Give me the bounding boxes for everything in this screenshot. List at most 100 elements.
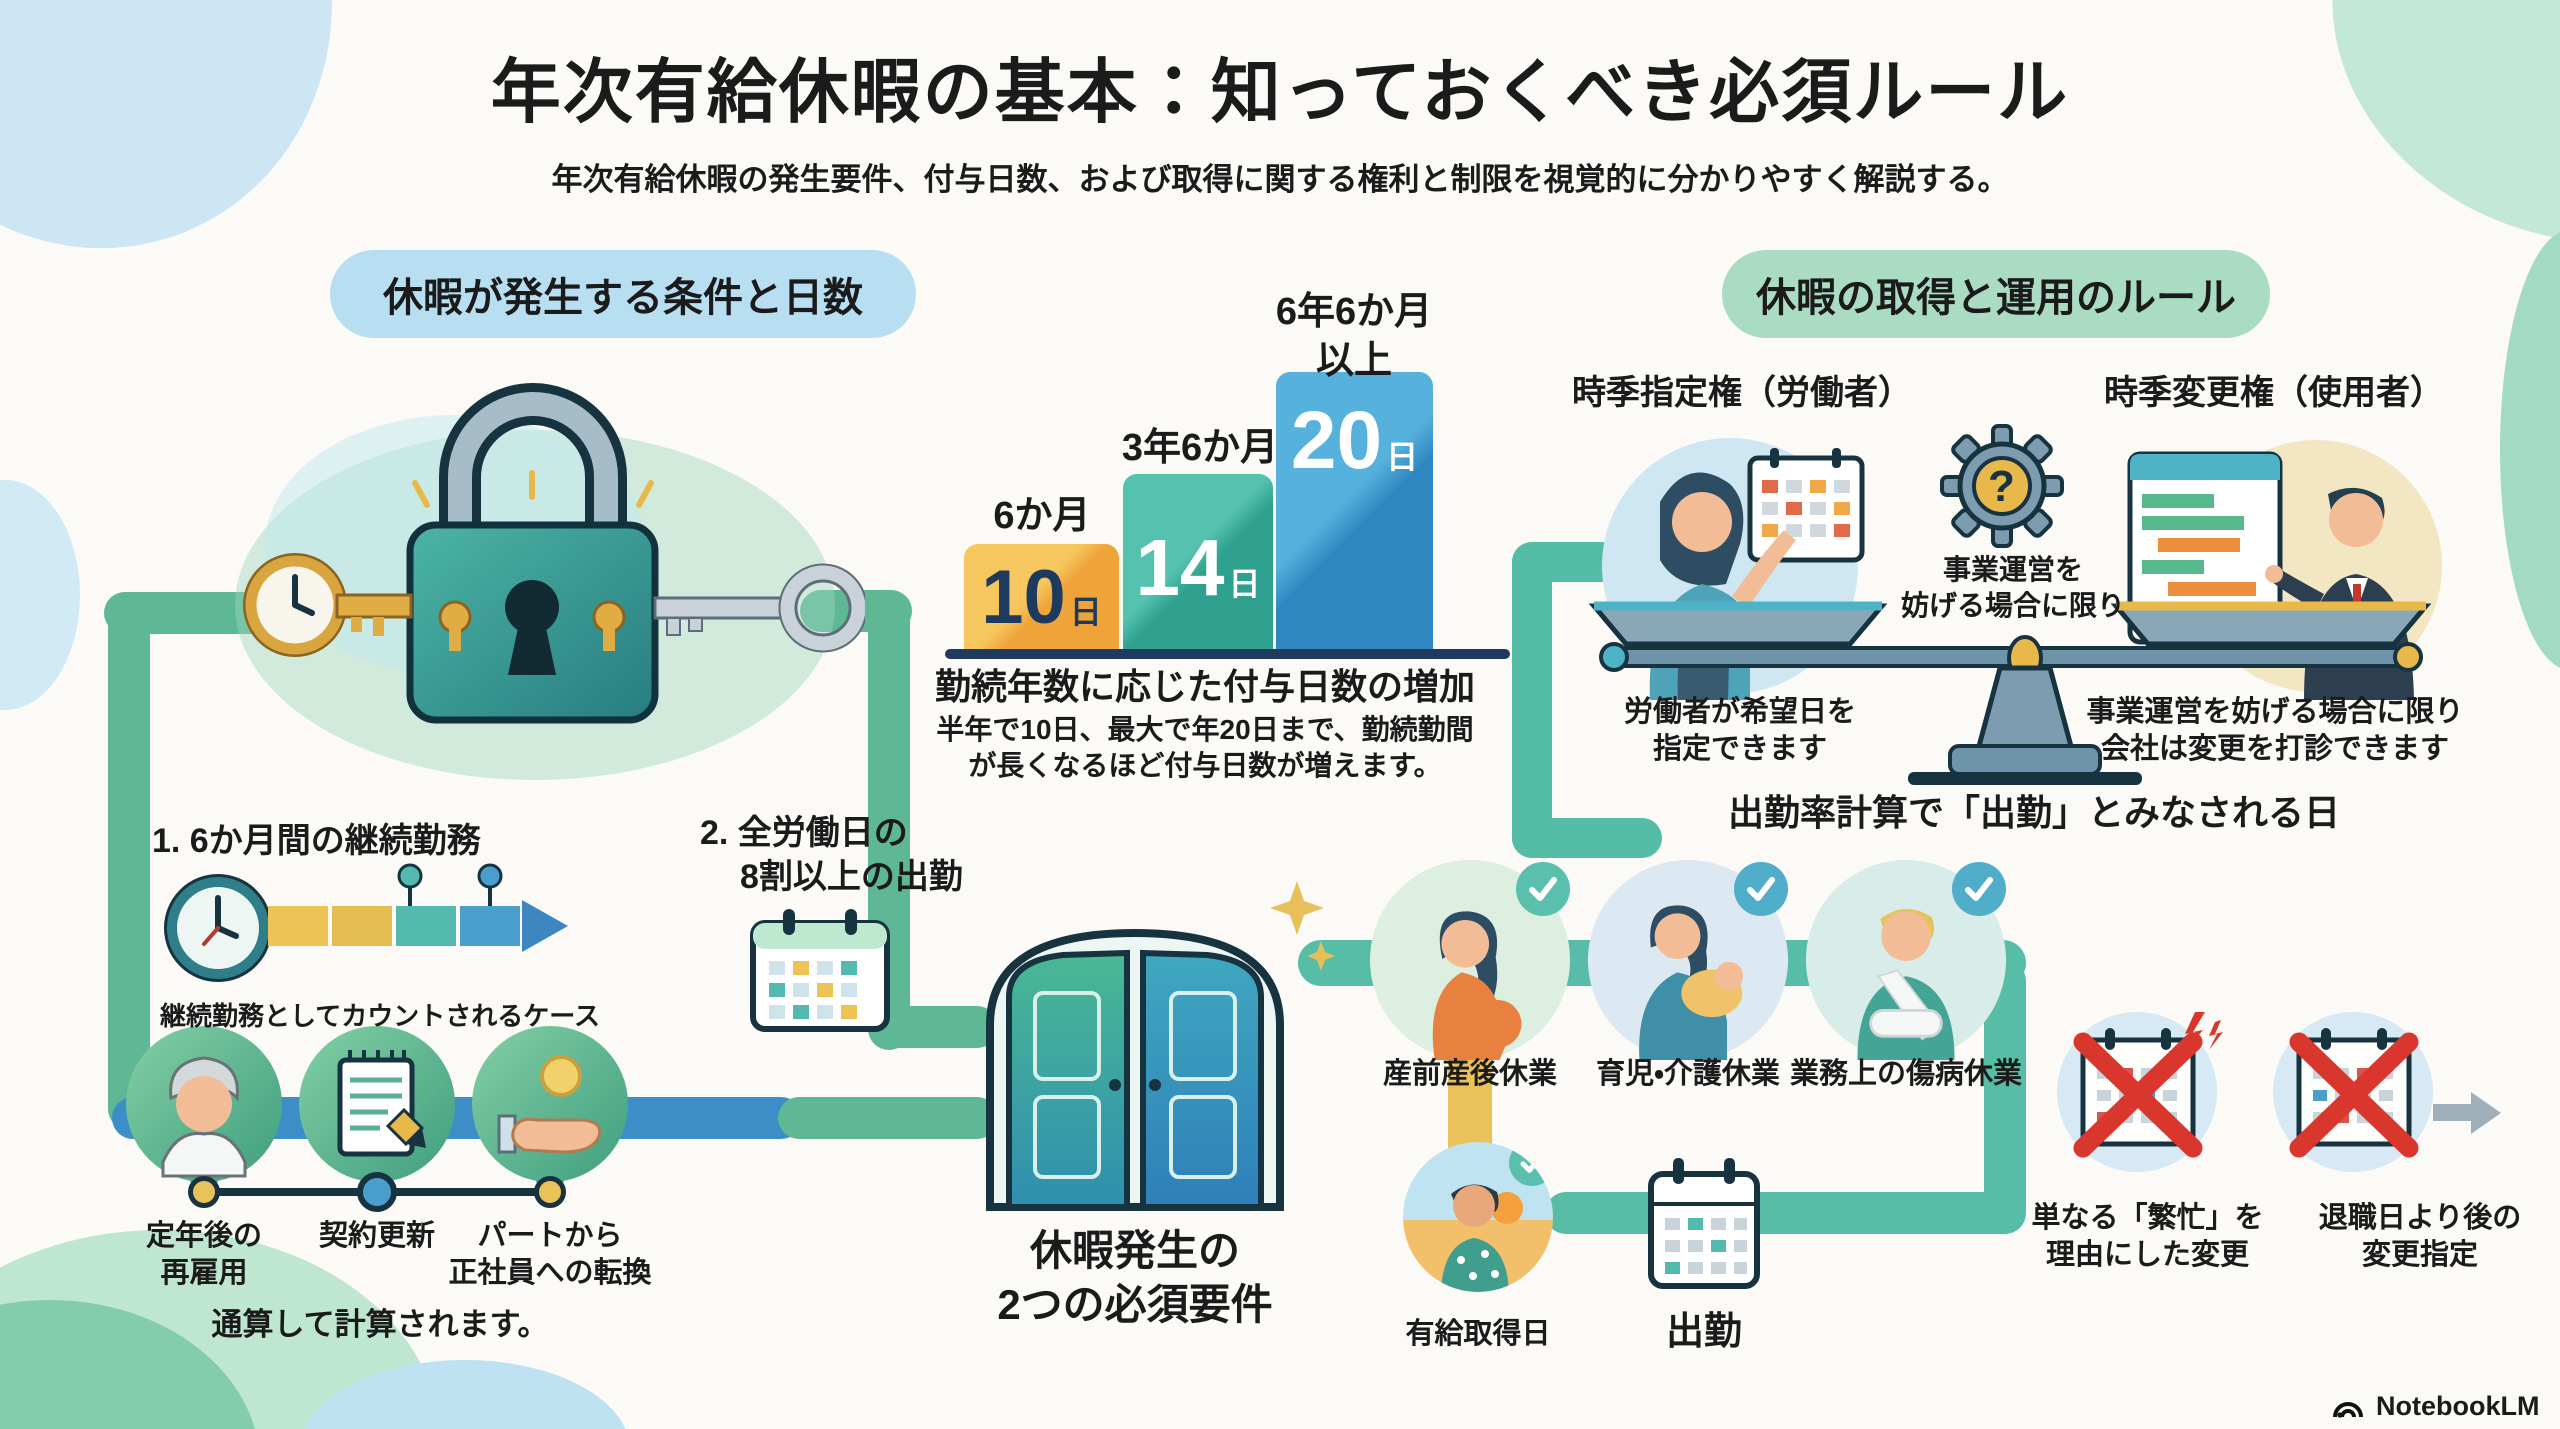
lock-keyhole-left-stem bbox=[449, 627, 461, 651]
requirement-1-label: 1. 6か月間の継続勤務 bbox=[152, 822, 481, 860]
notebooklm-brand: NotebookLM bbox=[2330, 1390, 2539, 1422]
case-label-rehire-line2: 再雇用 bbox=[160, 1257, 248, 1290]
door-illustration bbox=[986, 881, 1335, 1211]
vacation-man-shirt bbox=[1441, 1238, 1509, 1292]
childcare-leave-circle bbox=[1588, 860, 1788, 1060]
lock-keyhole-center-stem bbox=[508, 623, 556, 675]
invalid-change-retirement-line2: 変更指定 bbox=[2361, 1239, 2478, 1272]
calendar-grid-dots bbox=[1665, 1218, 1747, 1274]
chart-value-10-unit: 日 bbox=[1069, 594, 1102, 630]
man-arm bbox=[2272, 568, 2324, 610]
injury-leave-circle bbox=[1806, 860, 2006, 1060]
scale-knob-left bbox=[1599, 642, 1629, 672]
clock-timeline-icon bbox=[164, 863, 568, 982]
notebooklm-logo-icon bbox=[2333, 1402, 2363, 1418]
chart-caption: 半年で10日、最大で年20日まで、勤続勤間 が長くなるほど付与日数が増えます。 bbox=[880, 712, 1530, 784]
shirt-flower1 bbox=[1457, 1256, 1465, 1264]
timeline-segment-2 bbox=[332, 906, 392, 946]
elderly-person-shoulders bbox=[161, 1132, 247, 1178]
door-left-panel-groove bbox=[1033, 991, 1101, 1081]
door-knob-left bbox=[1109, 1079, 1121, 1091]
lock-sparkle-right bbox=[636, 480, 654, 508]
calendar-ring-right bbox=[2377, 1028, 2387, 1050]
sparkle-icon-small bbox=[1307, 941, 1335, 971]
worker-note: 労働者が希望日を 指定できます bbox=[1590, 694, 1890, 768]
calendar-ring-right bbox=[1724, 1158, 1735, 1184]
chart-title: 勤続年数に応じた付与日数の増加 bbox=[934, 666, 1475, 707]
silver-key-head-outer bbox=[778, 563, 865, 653]
invalid-change-after-retirement bbox=[2265, 1008, 2505, 1188]
gear-question-mark: ? bbox=[1988, 462, 2015, 511]
mother-face bbox=[1654, 913, 1701, 960]
attendance-section-title: 出勤率計算で「出勤」とみなされる日 bbox=[1728, 792, 2341, 833]
flow-line-mid-vertical bbox=[1512, 542, 1552, 858]
childcare-leave-label: 育児・介護休業 bbox=[1596, 1058, 1780, 1090]
requirement-2-label: 2. 全労働日の 8割以上の出勤 bbox=[700, 812, 1040, 899]
scale-base bbox=[1908, 772, 2142, 785]
calendar-ring-right bbox=[2161, 1028, 2171, 1050]
woman-face bbox=[1672, 492, 1732, 552]
door-knob-right bbox=[1149, 1079, 1161, 1091]
requirement-2-line1: 2. 全労働日の bbox=[700, 814, 908, 852]
timeline-clock-second-hand bbox=[202, 926, 220, 946]
flow-line-mid-bottom bbox=[1512, 818, 1662, 858]
cases-timeline-dot-2 bbox=[357, 1172, 397, 1212]
silver-key-head bbox=[780, 565, 865, 651]
door-right-panel-groove bbox=[1169, 991, 1237, 1081]
contract-pencil-tip bbox=[406, 1128, 426, 1148]
check-icon bbox=[1529, 877, 1557, 901]
chart-bar-14days bbox=[1123, 474, 1273, 651]
door-left-panel-groove2 bbox=[1033, 1095, 1101, 1179]
attendance-day-label: 出勤 bbox=[1665, 1311, 1742, 1353]
baby-head bbox=[1714, 961, 1744, 991]
cases-note: 通算して計算されます。 bbox=[211, 1307, 549, 1342]
right-section-header-label: 休暇の取得と運用のルール bbox=[1756, 276, 2236, 320]
employer-right-title: 時季変更権（使用者） bbox=[2104, 374, 2444, 412]
timeline-segment-4 bbox=[460, 906, 520, 946]
lock-keyhole-center bbox=[505, 580, 559, 634]
flow-line-loop-bottom bbox=[1545, 1192, 2025, 1234]
invalid-change-busy-line2: 理由にした変更 bbox=[2045, 1239, 2249, 1272]
red-x-icon bbox=[2073, 1032, 2203, 1158]
chart-value-20-number: 20 bbox=[1290, 395, 1383, 486]
calendar-header bbox=[753, 923, 887, 949]
arrow-shaft bbox=[2433, 1104, 2473, 1121]
lock-keyhole-right-stem bbox=[603, 627, 615, 651]
man-tie bbox=[2353, 584, 2361, 616]
clock-key-shaft bbox=[335, 593, 413, 619]
crossed-calendar-arrow-icon bbox=[2273, 1012, 2501, 1172]
lock-shackle bbox=[448, 392, 618, 552]
worker-right-title: 時季指定権（労働者） bbox=[1572, 374, 1912, 412]
sparkle-icon bbox=[1270, 881, 1324, 935]
woman-calendar-dots bbox=[1762, 480, 1850, 537]
case-label-parttime: パートから 正社員への転換 bbox=[425, 1218, 675, 1292]
alert-bolt-icon bbox=[2181, 1012, 2205, 1056]
door-caption: 休暇発生の 2つの必須要件 bbox=[955, 1224, 1315, 1332]
injury-leave-label: 業務上の傷病休業 bbox=[1789, 1058, 2022, 1090]
cases-timeline-dot-3 bbox=[534, 1176, 566, 1208]
clock-key-hands bbox=[292, 574, 315, 616]
check-badge bbox=[1952, 862, 2006, 916]
timeline-arrowhead bbox=[522, 900, 568, 952]
gear-caption-line1: 事業運営を bbox=[1942, 554, 2083, 585]
invalid-change-busy-label: 単なる「繁忙」を 理由にした変更 bbox=[2030, 1200, 2265, 1274]
cases-timeline-dot-1 bbox=[188, 1176, 220, 1208]
woman-calendar-ring1 bbox=[1770, 448, 1779, 468]
worker-note-line1: 労働者が希望日を bbox=[1623, 696, 1856, 728]
worker-note-line2: 指定できます bbox=[1652, 733, 1827, 766]
clock-key-tooth1 bbox=[351, 617, 362, 632]
employer-note-line1: 事業運営を妨げる場合に限り bbox=[2086, 696, 2464, 728]
chart-category-6months: 6か月 bbox=[993, 495, 1091, 537]
calendar-ring-left bbox=[1673, 1158, 1684, 1184]
notebooklm-brand-label: NotebookLM bbox=[2376, 1390, 2540, 1421]
case-label-parttime-line1: パートから bbox=[477, 1220, 623, 1252]
flow-line-left-vertical bbox=[108, 600, 150, 1130]
timeline-segment-1 bbox=[268, 906, 328, 946]
sun-icon bbox=[1491, 1192, 1523, 1224]
check-icon bbox=[1747, 877, 1775, 901]
arm-cast bbox=[1869, 1009, 1943, 1038]
pregnant-woman-belly bbox=[1473, 1000, 1522, 1048]
door-caption-line2: 2つの必須要件 bbox=[997, 1280, 1273, 1328]
